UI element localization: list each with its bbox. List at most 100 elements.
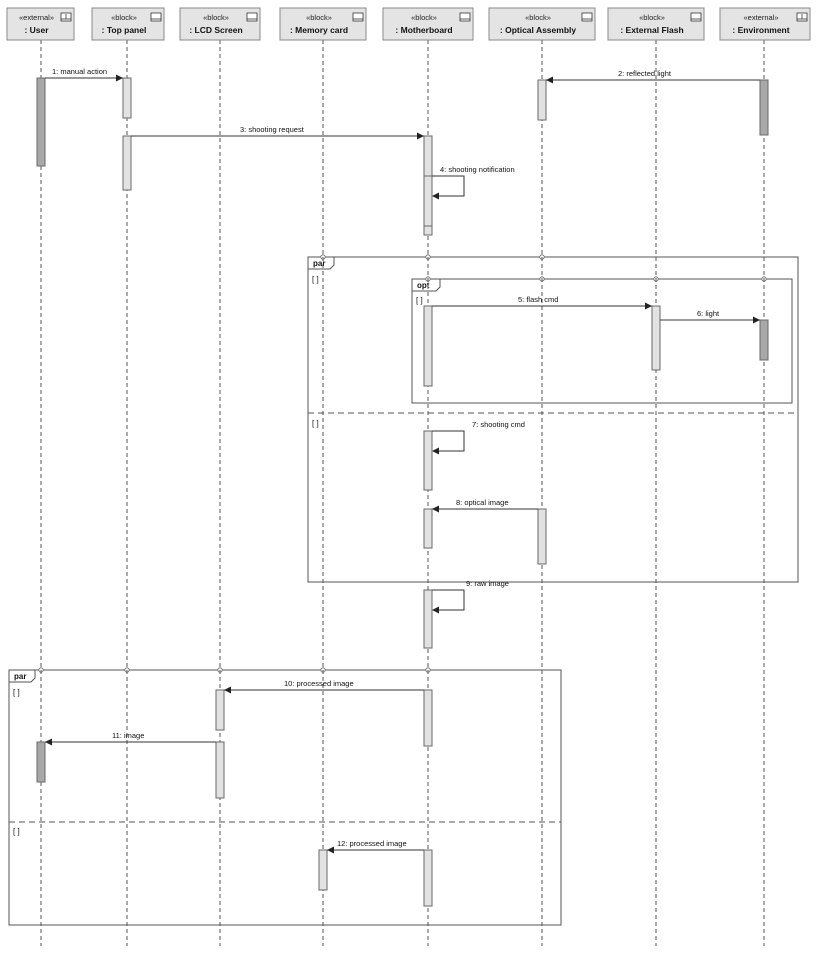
activation-user[interactable] — [36, 77, 46, 167]
lifeline-header-motherboard[interactable]: «block» : Motherboard — [382, 7, 474, 41]
message-label: 3: shooting request — [240, 125, 305, 134]
arrowhead — [753, 316, 760, 324]
fragment-frame — [307, 256, 799, 583]
fragment-operator: par — [14, 672, 26, 681]
lifeline-stereotype: «block» — [203, 13, 229, 22]
message-label: 11: image — [112, 731, 144, 740]
activation-motherboard[interactable] — [423, 508, 433, 549]
arrowhead — [224, 686, 231, 694]
activation-optical-assembly[interactable] — [537, 79, 547, 121]
message-8[interactable]: 8: optical image — [432, 498, 538, 513]
external-block-icon — [60, 12, 72, 22]
lifeline-name: : Top panel — [102, 25, 147, 35]
message-label: 7: shooting cmd — [472, 420, 525, 429]
activation-motherboard[interactable] — [423, 175, 433, 227]
activation-top-panel[interactable] — [122, 135, 132, 191]
activation-motherboard[interactable] — [423, 305, 433, 387]
message-3[interactable]: 3: shooting request — [131, 125, 424, 140]
message-line — [432, 430, 465, 452]
lifeline-header-user[interactable]: «external» : User — [6, 7, 75, 41]
activation-lcd-screen[interactable] — [215, 741, 225, 799]
activation-environment[interactable] — [759, 319, 769, 361]
message-label: 5: flash cmd — [518, 295, 558, 304]
message-2[interactable]: 2: reflected light — [546, 69, 760, 84]
message-label: 12: processed image — [337, 839, 407, 848]
fragment-operator: par — [313, 259, 325, 268]
operand-guard: [ ] — [312, 275, 319, 284]
message-11[interactable]: 11: image — [45, 731, 216, 746]
lifeline-name: : Memory card — [290, 25, 348, 35]
message-label: 1: manual action — [52, 67, 107, 76]
activation-memory-card[interactable] — [318, 849, 328, 891]
message-7[interactable]: 7: shooting cmd — [432, 420, 525, 455]
lifeline-name: : External Flash — [620, 25, 683, 35]
fragment-operator: opt — [417, 281, 430, 290]
block-icon — [150, 12, 162, 22]
message-label: 4: shooting notification — [440, 165, 515, 174]
arrowhead — [116, 74, 123, 82]
lifeline-header-top-panel[interactable]: «block»: Top panel — [91, 7, 165, 41]
arrowhead — [432, 505, 439, 513]
lifeline-name: : User — [24, 25, 49, 35]
lifeline-header-external-flash[interactable]: «block» : External Flash — [607, 7, 705, 41]
message-4[interactable]: 4: shooting notification — [432, 165, 515, 200]
activation-motherboard[interactable] — [423, 589, 433, 649]
fragment-tab — [307, 256, 335, 270]
lifeline-stereotype: «external» — [743, 13, 778, 22]
block-icon — [459, 12, 471, 22]
lifeline-stereotype: «external» — [19, 13, 54, 22]
message-label: 2: reflected light — [618, 69, 672, 78]
message-12[interactable]: 12: processed image — [327, 839, 424, 854]
arrowhead — [327, 846, 334, 854]
message-10[interactable]: 10: processed image — [224, 679, 424, 694]
activation-motherboard[interactable] — [423, 689, 433, 747]
combined-fragment-opt[interactable]: opt[ ] — [411, 276, 793, 404]
lifeline-header-environment[interactable]: «external»: Environment — [719, 7, 811, 41]
block-icon — [581, 12, 593, 22]
arrowhead — [432, 447, 439, 455]
message-9[interactable]: 9: raw image — [432, 579, 509, 614]
lifeline-stereotype: «block» — [306, 13, 332, 22]
message-label: 9: raw image — [466, 579, 509, 588]
lifeline-stereotype: «block» — [525, 13, 551, 22]
operand-guard: [ ] — [312, 419, 319, 428]
message-1[interactable]: 1: manual action — [45, 67, 123, 82]
arrowhead — [432, 606, 439, 614]
activation-user[interactable] — [36, 741, 46, 783]
fragment-frame — [411, 278, 793, 404]
activation-external-flash[interactable] — [651, 305, 661, 371]
activation-lcd-screen[interactable] — [215, 689, 225, 731]
lifeline-name: : LCD Screen — [189, 25, 242, 35]
block-icon — [352, 12, 364, 22]
arrowhead — [432, 192, 439, 200]
fragment-tab — [8, 669, 36, 683]
activation-motherboard[interactable] — [423, 430, 433, 491]
lifeline-stereotype: «block» — [639, 13, 665, 22]
operand-guard: [ ] — [13, 688, 20, 697]
message-5[interactable]: 5: flash cmd — [432, 295, 652, 310]
combined-fragment-par[interactable]: par [ ] [ ] — [8, 667, 562, 926]
combined-fragment-par[interactable]: par [ ] [ ] — [307, 254, 799, 583]
operand-guard: [ ] — [13, 827, 20, 836]
arrowhead — [417, 132, 424, 140]
arrowhead — [45, 738, 52, 746]
lifeline-header-lcd-screen[interactable]: «block» : LCD Screen — [179, 7, 261, 41]
lifeline-header-memory-card[interactable]: «block» : Memory card — [279, 7, 367, 41]
lifeline-name: : Motherboard — [395, 25, 452, 35]
message-6[interactable]: 6: light — [660, 309, 760, 324]
lifeline-stereotype: «block» — [411, 13, 437, 22]
activation-motherboard[interactable] — [423, 849, 433, 907]
message-line — [432, 589, 465, 611]
activation-environment[interactable] — [759, 79, 769, 136]
activation-optical-assembly[interactable] — [537, 508, 547, 565]
block-icon — [690, 12, 702, 22]
lifeline-name: : Optical Assembly — [500, 25, 576, 35]
arrowhead — [645, 302, 652, 310]
activation-top-panel[interactable] — [122, 77, 132, 119]
external-block-icon — [796, 12, 808, 22]
fragment-tab — [411, 278, 441, 292]
lifeline-header-optical-assembly[interactable]: «block» : Optical Assembly — [488, 7, 596, 41]
fragment-frame — [8, 669, 562, 926]
message-line — [432, 175, 465, 197]
